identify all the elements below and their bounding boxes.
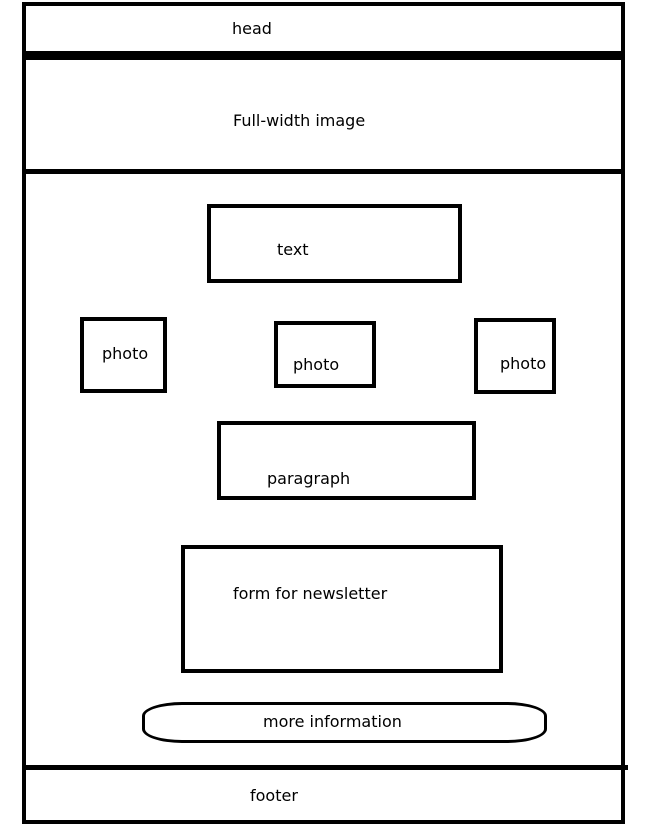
more-information-label: more information [263,712,402,731]
photo-label-2: photo [293,355,340,374]
paragraph-label: paragraph [267,469,351,488]
photo-label-1: photo [102,344,149,363]
hero-divider-bottom [22,169,625,174]
head-label: head [232,19,272,38]
newsletter-form-label: form for newsletter [233,584,388,603]
photo-label-3: photo [500,354,547,373]
photo-box-1 [80,317,167,393]
footer-divider [22,765,628,770]
paragraph-box [217,421,476,500]
page-frame [22,2,625,824]
photo-box-3 [474,318,556,394]
hero-divider-top [22,55,625,60]
photo-box-2 [274,321,376,388]
text-box [207,204,462,283]
hero-image-label: Full-width image [233,111,366,130]
newsletter-form-box [181,545,503,673]
text-label: text [277,240,309,259]
head-divider [22,51,625,56]
footer-label: footer [250,786,298,805]
more-information-button [142,702,547,743]
